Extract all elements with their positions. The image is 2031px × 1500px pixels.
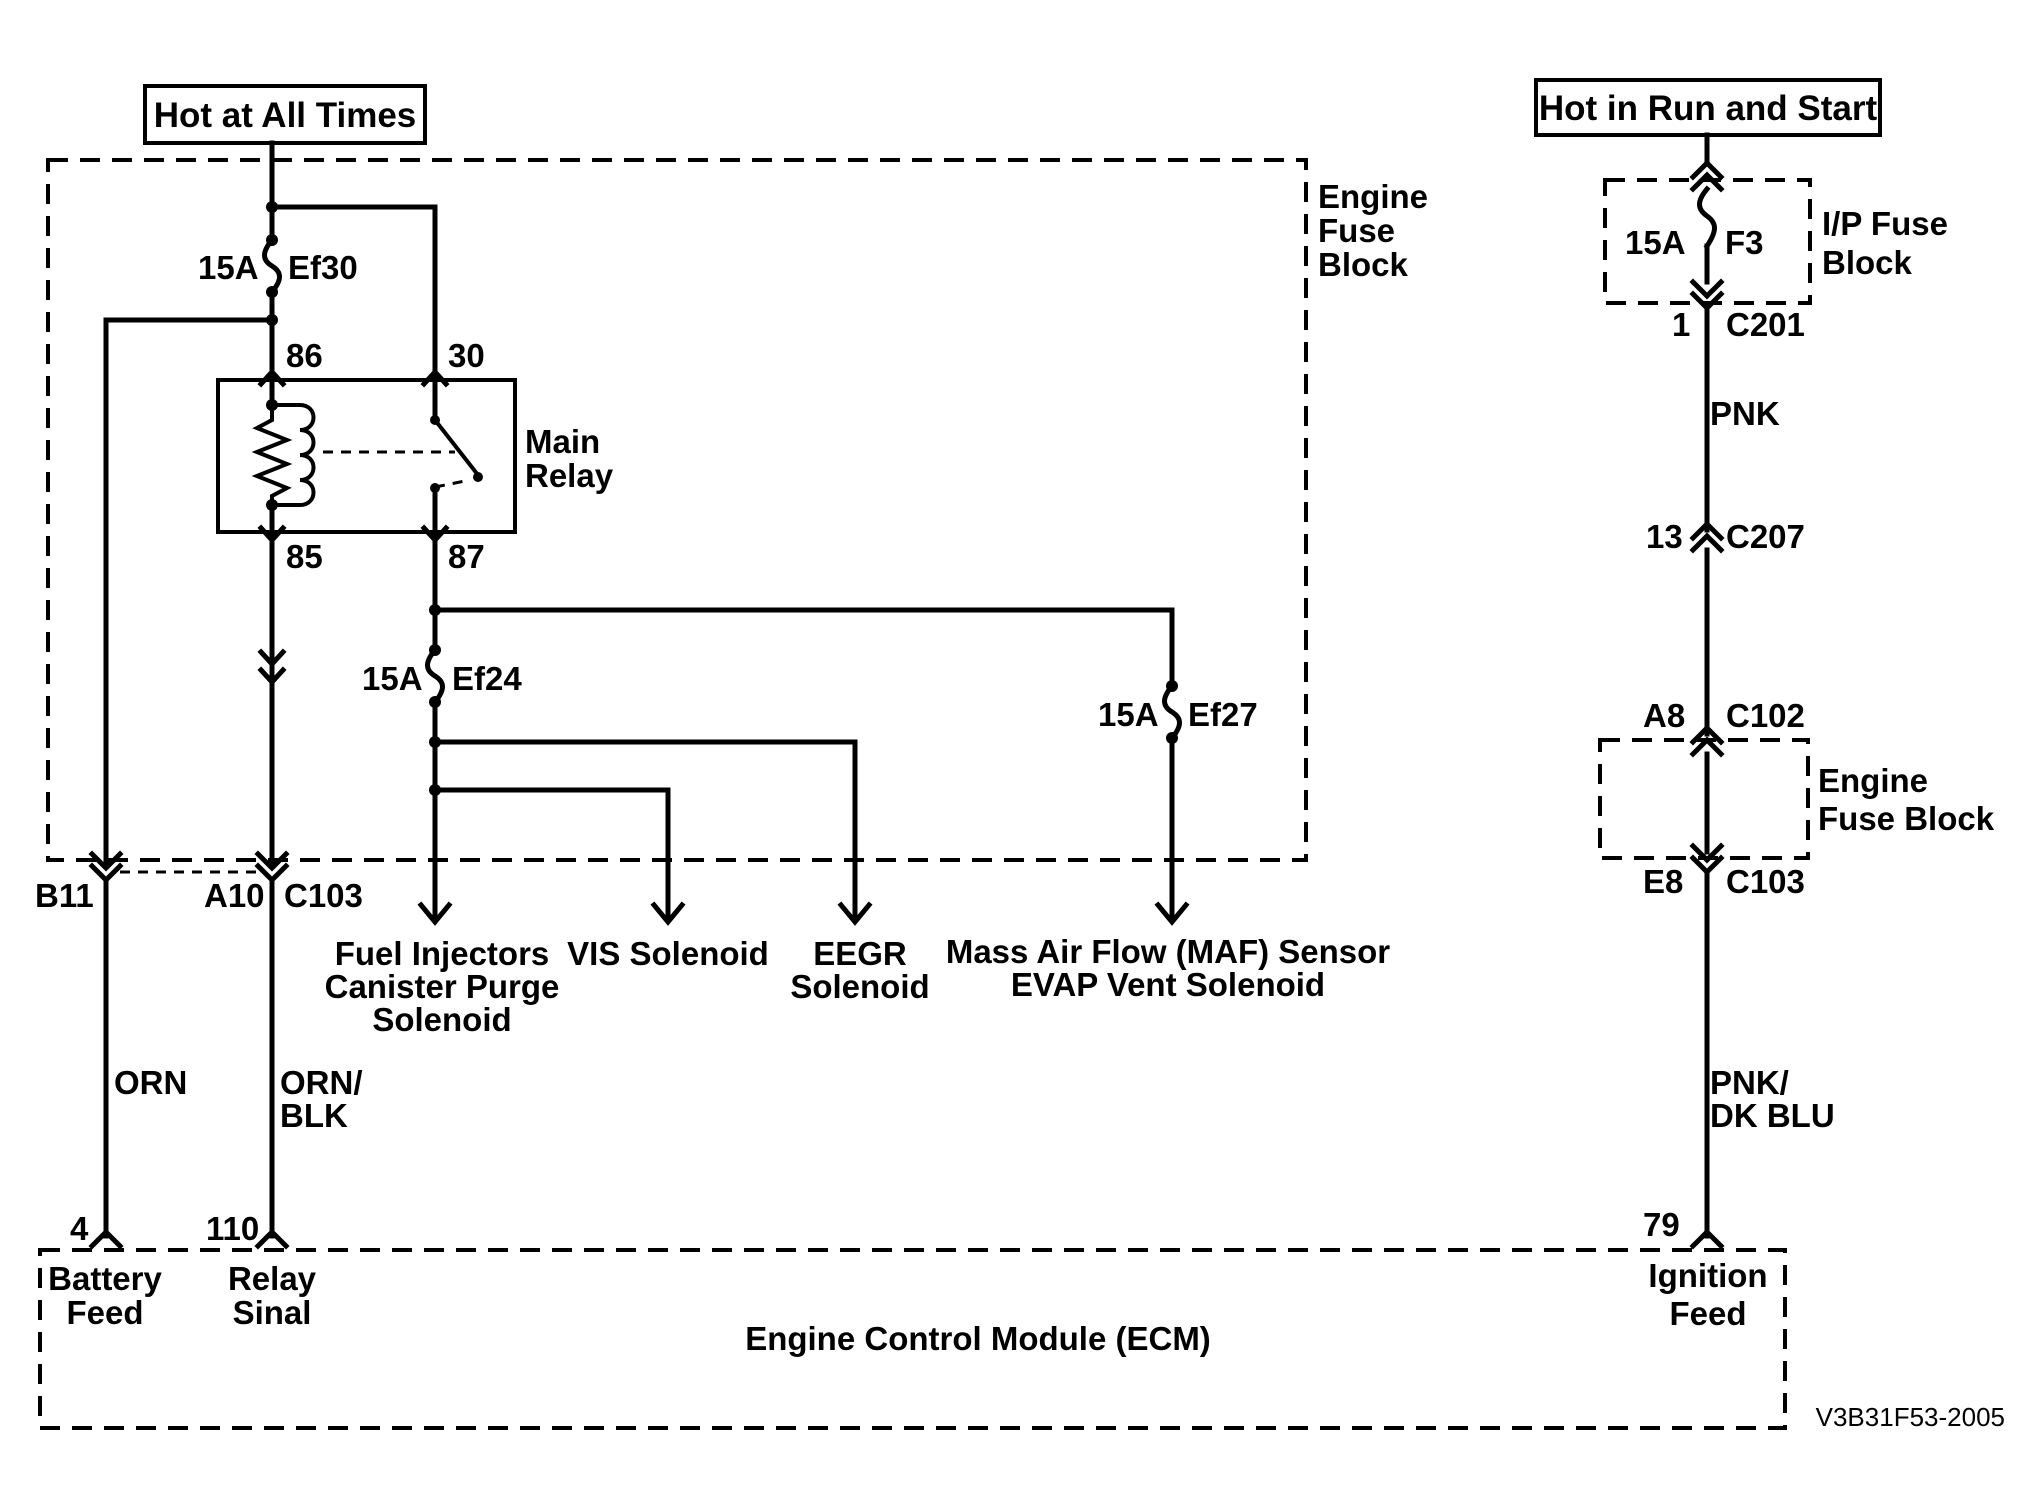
- relay-pin-87: 87: [448, 538, 485, 575]
- fuse-ef27-icon: [1162, 682, 1182, 742]
- wire-orn-blk-label-2: BLK: [280, 1097, 348, 1134]
- connector-c102-pin: A8: [1643, 697, 1685, 734]
- relay-signal-wiring: [257, 537, 287, 865]
- eegr-solenoid-label-2: Solenoid: [790, 968, 929, 1005]
- fuse-ef30-icon: [262, 236, 282, 296]
- relay-pin-86: 86: [286, 337, 323, 374]
- fuse-f3-name: F3: [1725, 224, 1764, 261]
- fuel-injectors-label-3: Solenoid: [372, 1001, 511, 1038]
- fuse-ef30-rating: 15A: [198, 249, 259, 286]
- fuse-ef27-rating: 15A: [1098, 696, 1159, 733]
- relay-signal-label-1: Relay: [228, 1260, 317, 1297]
- ecm-pin-4: 4: [70, 1210, 89, 1247]
- connector-c103-right-pin: E8: [1643, 863, 1683, 900]
- ignition-feed-wiring: [1689, 132, 1725, 1250]
- connector-c201: C201: [1726, 306, 1805, 343]
- fuel-injectors-label-2: Canister Purge: [325, 968, 560, 1005]
- c103-left-connectors: [88, 850, 290, 1250]
- arrow-eegr-solenoid: [837, 901, 873, 926]
- ecm-title: Engine Control Module (ECM): [745, 1320, 1211, 1357]
- relay-resistor-icon: [251, 405, 293, 505]
- engine-fuse-block-label-3: Block: [1318, 246, 1409, 283]
- relay-pin-85: 85: [286, 538, 323, 575]
- hot-at-all-times-box: Hot at All Times: [143, 84, 427, 145]
- arrow-fuel-injectors: [417, 901, 453, 926]
- fuse-ef24-icon: [425, 646, 445, 706]
- fuel-injectors-label-1: Fuel Injectors: [335, 935, 550, 972]
- relay-coil-icon: [299, 403, 316, 507]
- wire-pnk-dk-blu-label-1: PNK/: [1710, 1064, 1789, 1101]
- fuse-ef30-name: Ef30: [288, 249, 358, 286]
- relay-output-wiring: [417, 537, 1190, 926]
- ignition-feed-label-2: Feed: [1669, 1295, 1746, 1332]
- wire-pnk-dk-blu-label-2: DK BLU: [1710, 1097, 1835, 1134]
- main-relay-label-1: Main: [525, 423, 600, 460]
- ecm-pin-110: 110: [206, 1210, 259, 1247]
- arrow-vis-solenoid: [650, 901, 686, 926]
- hot-in-run-and-start-box: Hot in Run and Start: [1534, 78, 1882, 137]
- maf-sensor-label-1: Mass Air Flow (MAF) Sensor: [946, 933, 1390, 970]
- relay-switch-arm: [433, 418, 480, 477]
- arrow-maf-sensor: [1154, 901, 1190, 926]
- fuse-f3-icon: [1697, 185, 1717, 250]
- connector-c207-pin: 13: [1646, 518, 1683, 555]
- relay-signal-label-2: Sinal: [233, 1294, 312, 1331]
- ecm-pin-79: 79: [1643, 1206, 1680, 1243]
- wire-pnk-label: PNK: [1710, 395, 1780, 432]
- connector-c201-pin: 1: [1672, 306, 1690, 343]
- battery-feed-wiring: [103, 140, 438, 865]
- ecm-module: Engine Control Module (ECM) 4 110 79 Bat…: [38, 1206, 1787, 1430]
- fuse-f3-rating: 15A: [1625, 224, 1686, 261]
- engine-fuse-block-label-1: Engine: [1318, 178, 1428, 215]
- engine-fuse-block-right-label-1: Engine: [1818, 762, 1928, 799]
- engine-fuse-block-right: Engine Fuse Block: [1598, 738, 1995, 860]
- fuse-ef27-name: Ef27: [1188, 696, 1258, 733]
- connector-c103-left: C103: [284, 877, 363, 914]
- ip-fuse-block: I/P Fuse Block: [1603, 178, 1948, 305]
- connector-c102: C102: [1726, 697, 1805, 734]
- maf-sensor-label-2: EVAP Vent Solenoid: [1011, 966, 1325, 1003]
- load-labels: Fuel Injectors Canister Purge Solenoid V…: [325, 933, 1391, 1038]
- battery-feed-label-1: Battery: [48, 1260, 162, 1297]
- connector-b11: B11: [35, 877, 94, 914]
- ignition-feed-label-1: Ignition: [1648, 1257, 1767, 1294]
- engine-fuse-block-right-label-2: Fuse Block: [1818, 800, 1995, 837]
- vis-solenoid-label: VIS Solenoid: [567, 935, 769, 972]
- fuse-ef24-rating: 15A: [362, 660, 423, 697]
- battery-feed-label-2: Feed: [66, 1294, 143, 1331]
- ip-fuse-block-label-2: Block: [1822, 244, 1913, 281]
- engine-fuse-block-label-2: Fuse: [1318, 212, 1395, 249]
- main-relay: [216, 368, 517, 544]
- figure-id: V3B31F53-2005: [1816, 1402, 2005, 1432]
- hot-in-run-and-start-label: Hot in Run and Start: [1539, 89, 1878, 128]
- eegr-solenoid-label-1: EEGR: [813, 935, 907, 972]
- relay-pin-30: 30: [448, 337, 485, 374]
- ip-fuse-block-label-1: I/P Fuse: [1822, 205, 1948, 242]
- hot-at-all-times-label: Hot at All Times: [154, 96, 417, 135]
- fuse-ef24-name: Ef24: [452, 660, 522, 697]
- wire-orn-label: ORN: [114, 1064, 187, 1101]
- connector-c103-right: C103: [1726, 863, 1805, 900]
- connector-a10: A10: [204, 877, 265, 914]
- main-relay-label-2: Relay: [525, 457, 614, 494]
- wire-orn-blk-label-1: ORN/: [280, 1064, 363, 1101]
- connector-c207: C207: [1726, 518, 1805, 555]
- engine-fuse-block-enclosure: Engine Fuse Block: [46, 158, 1428, 862]
